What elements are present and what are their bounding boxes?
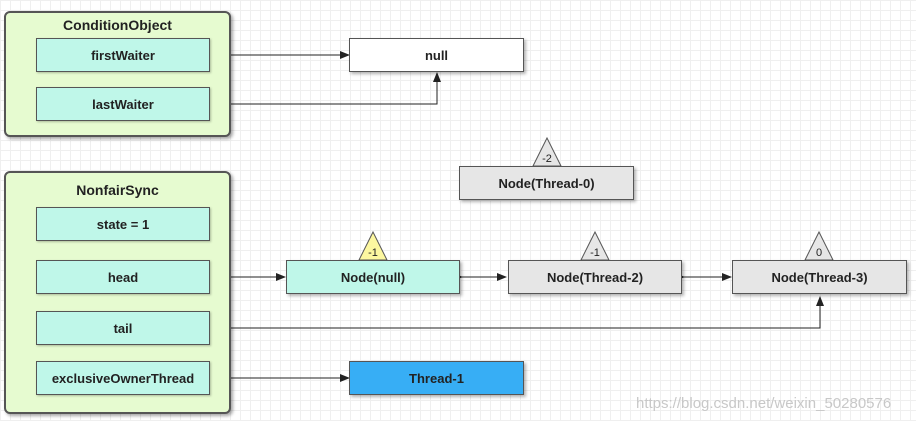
wait-status-triangle-thread-3: 0 bbox=[804, 230, 834, 261]
wait-status-triangle-thread-2: -1 bbox=[580, 230, 610, 261]
queue-node-thread-2: Node(Thread-2) bbox=[508, 260, 682, 294]
wait-status-triangle-node-null: -1 bbox=[358, 230, 388, 261]
exclusive-owner-thread-field: exclusiveOwnerThread bbox=[36, 361, 210, 395]
wait-status-label-thread-2: -1 bbox=[590, 247, 600, 259]
state-field: state = 1 bbox=[36, 207, 210, 241]
wait-status-label-thread-0: -2 bbox=[542, 153, 552, 165]
owner-thread-1: Thread-1 bbox=[349, 361, 524, 395]
wait-status-label-node-null: -1 bbox=[368, 247, 378, 259]
arrow-tail-to-thread-3 bbox=[203, 296, 824, 332]
null-node: null bbox=[349, 38, 524, 72]
last-waiter-field: lastWaiter bbox=[36, 87, 210, 121]
watermark-text: https://blog.csdn.net/weixin_50280576 bbox=[636, 395, 892, 412]
first-waiter-field: firstWaiter bbox=[36, 38, 210, 72]
tail-field: tail bbox=[36, 311, 210, 345]
wait-status-triangle-thread-0: -2 bbox=[532, 136, 562, 167]
node-thread-0: Node(Thread-0) bbox=[459, 166, 634, 200]
arrow-lastwaiter-to-null bbox=[210, 72, 441, 105]
wait-status-label-thread-3: 0 bbox=[816, 247, 822, 259]
head-field: head bbox=[36, 260, 210, 294]
condition-object-title: ConditionObject bbox=[63, 17, 172, 33]
queue-node-thread-3: Node(Thread-3) bbox=[732, 260, 907, 294]
nonfair-sync-title: NonfairSync bbox=[76, 182, 159, 198]
